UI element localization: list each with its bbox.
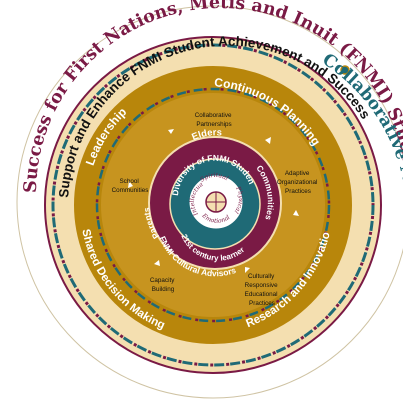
capacity-building-label: Capacity Building: [150, 277, 176, 293]
gold-band-inner-dash-maroon: [95, 87, 331, 323]
cream-band-dash-ring-maroon: [51, 43, 375, 367]
outer-ring-emblem: [340, 65, 350, 75]
culturally-responsive-label: Culturally Responsive Educational Practi…: [245, 273, 280, 307]
gold-band-inner-dash: [95, 87, 331, 323]
gold-band-outline: [72, 64, 354, 346]
school-communities-label: School Communities: [112, 178, 149, 194]
maroon-ring-cream-edge: [148, 136, 282, 270]
spiritual-label: Spiritual: [199, 172, 230, 184]
adaptive-practices-label: Adaptive Organizational Practices: [277, 170, 319, 195]
physical-label: Physical: [233, 185, 244, 215]
svg-text:Spiritual: Spiritual: [199, 172, 230, 184]
svg-text:Physical: Physical: [233, 185, 244, 215]
collaborative-partnerships-label: Collaborative Partnerships: [195, 112, 234, 128]
cycle-arrows: [128, 129, 299, 273]
teal-ring-edge: [169, 158, 261, 250]
